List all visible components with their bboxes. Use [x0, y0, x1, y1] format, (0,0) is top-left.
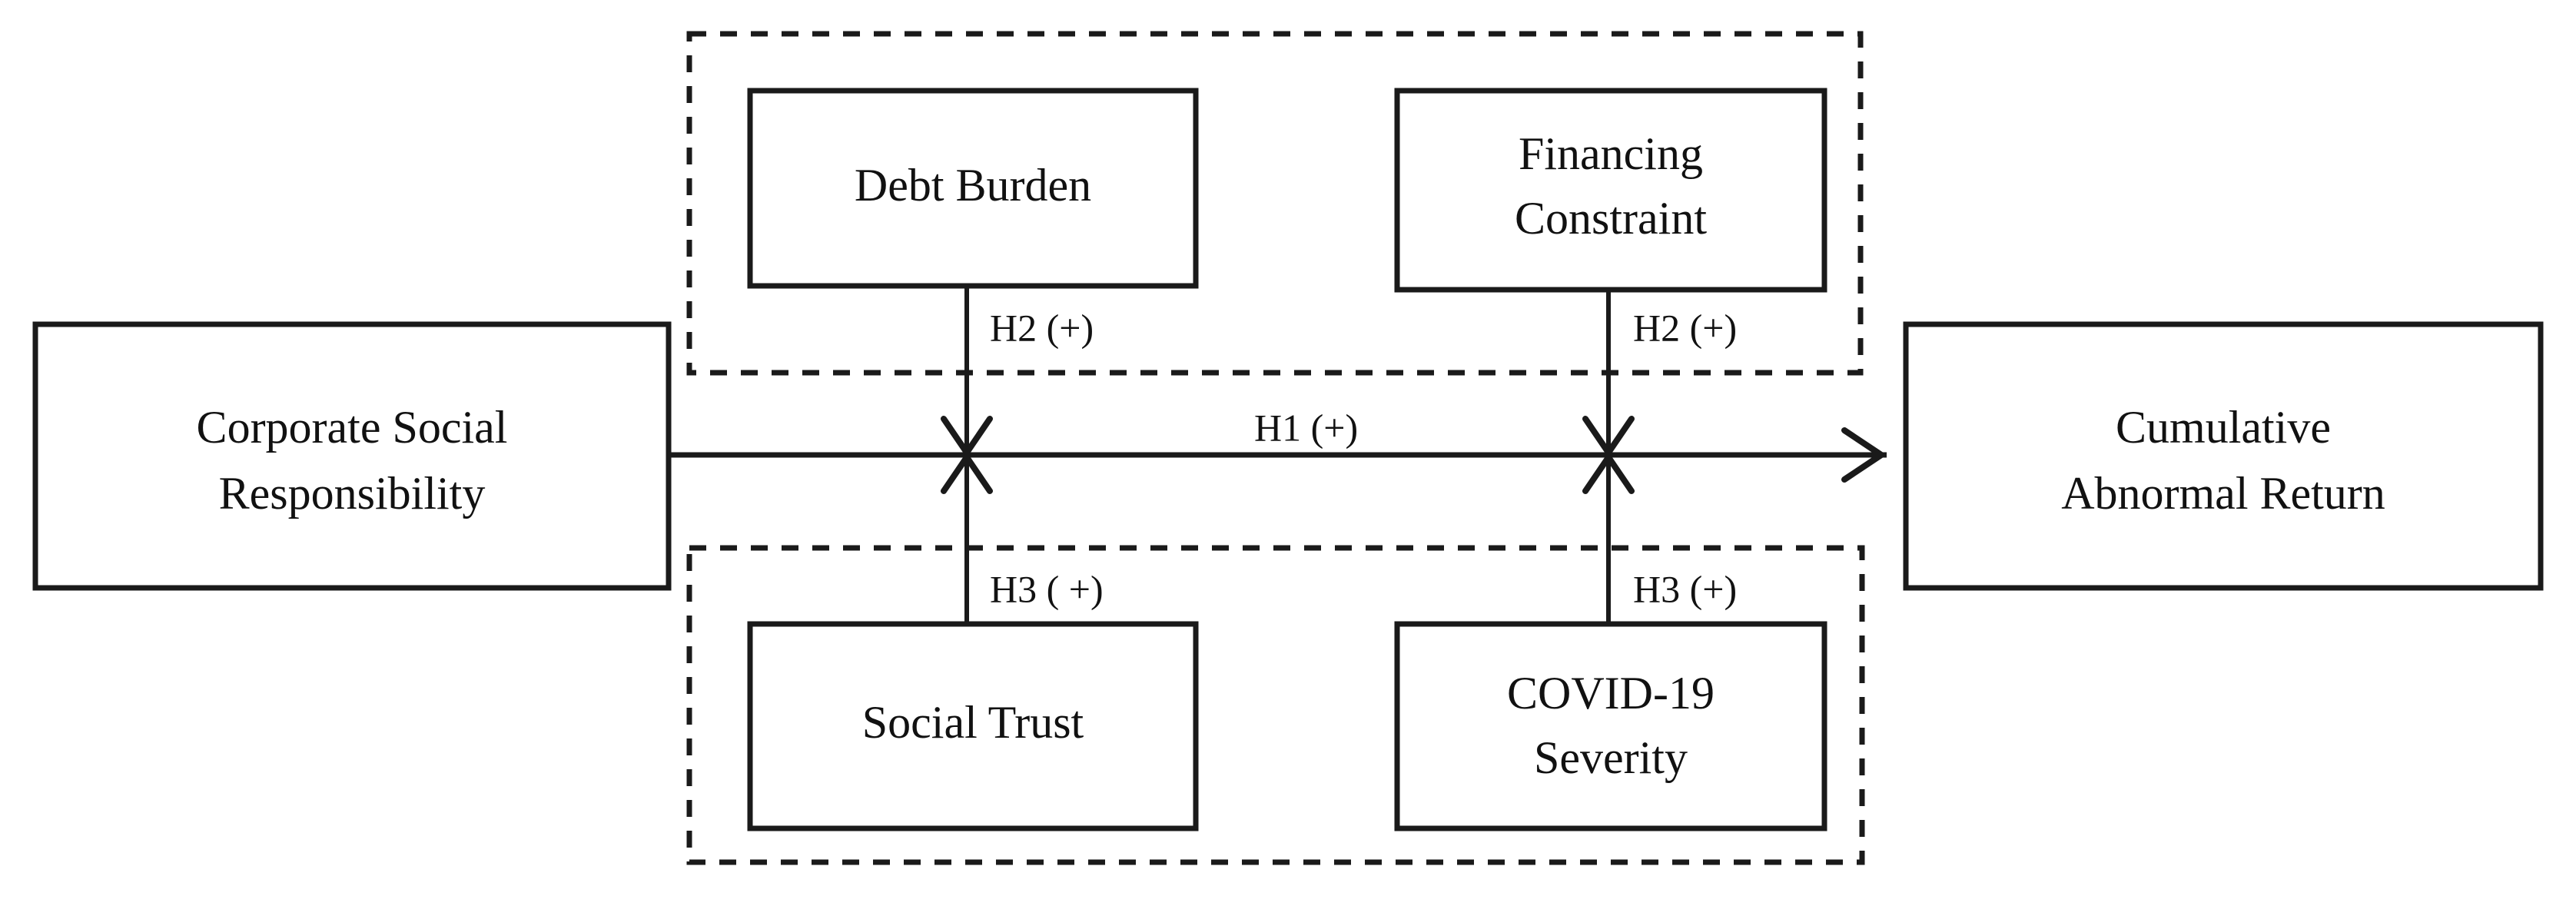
lower-moderator-group-frame: [686, 545, 1865, 865]
upper-moderator-group-frame: [686, 31, 1864, 376]
node-box-debt-burden[interactable]: [747, 88, 1199, 289]
node-label-covid-severity-line1: COVID-19: [1507, 668, 1715, 718]
h2-financing-arrow-head-icon: [1582, 416, 1635, 456]
node-label-covid-severity-line2: Severity: [1534, 732, 1688, 783]
h1-arrow-head-icon: [1841, 427, 1884, 483]
edge-label-h2-financing: H2 (+): [1633, 306, 1737, 349]
node-label-csr-line1: Corporate Social: [197, 402, 508, 453]
node-label-car-line2: Abnormal Return: [2061, 468, 2385, 519]
node-label-car-line1: Cumulative: [2116, 402, 2331, 453]
node-box-financing-constraint[interactable]: [1394, 88, 1827, 293]
node-label-financing-constraint-line2: Constraint: [1515, 193, 1707, 244]
node-label-csr-line2: Responsibility: [219, 468, 486, 519]
h3-trust-arrow-head-icon: [941, 454, 993, 494]
node-box-covid-19-severity[interactable]: [1394, 621, 1827, 831]
edge-label-h3-trust: H3 ( +): [990, 567, 1104, 610]
node-label-debt-burden-line1: Debt Burden: [855, 160, 1091, 211]
edge-label-h2-debt: H2 (+): [990, 306, 1094, 349]
node-box-social-trust[interactable]: [747, 621, 1199, 831]
h3-covid-arrow-head-icon: [1582, 454, 1635, 494]
node-label-financing-constraint-line1: Financing: [1519, 128, 1703, 179]
h2-debt-arrow-head-icon: [941, 416, 993, 456]
edge-label-h3-covid: H3 (+): [1633, 567, 1737, 610]
node-box-corporate-social-responsibility[interactable]: [32, 321, 672, 591]
edge-label-h1: H1 (+): [1254, 406, 1358, 449]
node-box-cumulative-abnormal-return[interactable]: [1903, 321, 2544, 591]
node-label-social-trust-line1: Social Trust: [862, 697, 1084, 748]
